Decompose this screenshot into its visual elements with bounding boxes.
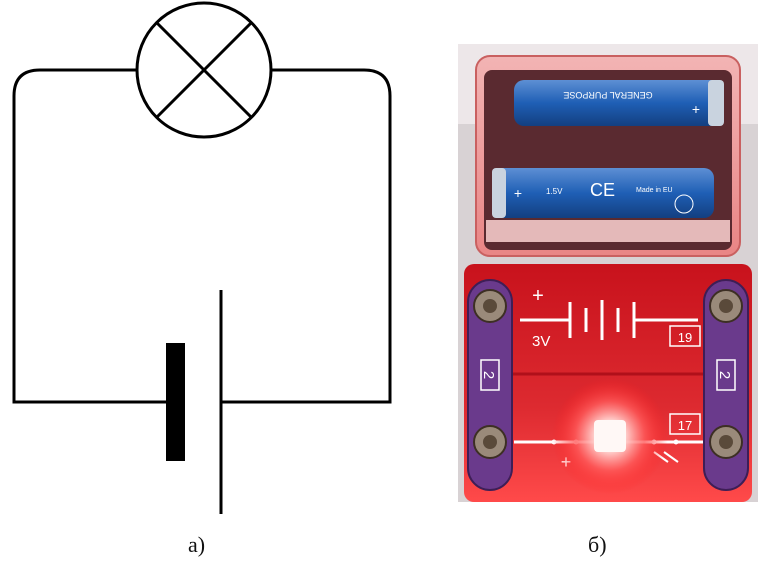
battery-module-id: 19 — [678, 330, 692, 345]
battery-voltage-label: 1.5V — [546, 187, 563, 196]
led-module-id: 17 — [678, 418, 692, 433]
led-bulb — [594, 420, 626, 452]
battery-brand-label: GENERAL PURPOSE — [563, 90, 652, 100]
battery-origin-label: Made in EU — [636, 187, 673, 194]
battery-bottom-plus: + — [514, 185, 522, 201]
voltage-label: 3V — [532, 333, 550, 350]
battery-top: GENERAL PURPOSE + — [514, 80, 724, 126]
battery-module-symbol — [520, 300, 698, 340]
lamp-symbol — [135, 1, 273, 139]
left-snap-connector: 2 — [467, 279, 513, 491]
battery-module: + 3V 19 — [520, 285, 701, 350]
battery-module-plus: + — [532, 285, 544, 307]
battery-bottom: + 1.5V CE Made in EU — [492, 168, 714, 218]
left-connector-id: 2 — [480, 371, 497, 379]
caption-right: б) — [588, 532, 607, 557]
battery-top-plus: + — [692, 101, 700, 117]
battery-ce-mark: CE — [590, 180, 615, 200]
circuit-schematic — [12, 1, 392, 514]
circuit-photo: GENERAL PURPOSE + + 1.5V CE Made in EU +… — [458, 44, 758, 502]
right-snap-connector: 2 — [703, 279, 749, 491]
right-connector-id: 2 — [716, 371, 733, 379]
battery-symbol — [166, 290, 223, 514]
circuit-wire — [12, 68, 392, 404]
led-module: + 17 — [514, 378, 708, 494]
caption-left: а) — [188, 532, 206, 557]
